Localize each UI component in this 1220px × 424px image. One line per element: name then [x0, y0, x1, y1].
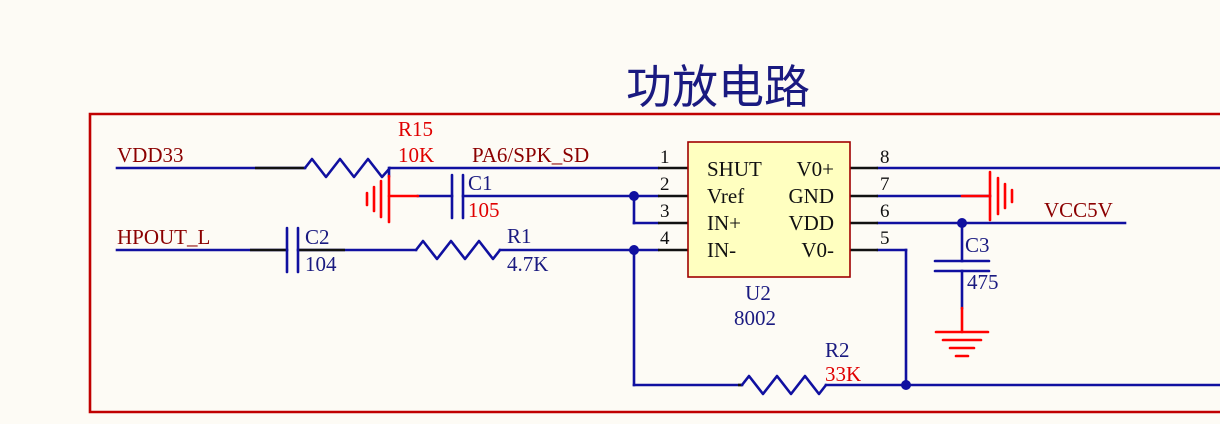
chip-u2-part: 8002 — [734, 306, 776, 330]
pin-number: 5 — [880, 228, 890, 249]
pin-name: IN- — [707, 238, 736, 262]
r1-value: 4.7K — [507, 252, 548, 276]
resistor-r15-symbol — [303, 157, 392, 179]
c3-value: 475 — [967, 270, 999, 294]
r2-ref: R2 — [825, 338, 850, 362]
net-label-pa6-spk-sd: PA6/SPK_SD — [472, 143, 589, 167]
r15-ref: R15 — [398, 117, 433, 141]
r1-ref: R1 — [507, 224, 532, 248]
pin-number: 4 — [660, 228, 670, 249]
component-leads — [250, 166, 742, 387]
pin-name: VDD — [789, 211, 835, 235]
junction-dot — [629, 245, 639, 255]
r15-value: 10K — [398, 143, 434, 167]
pin-name: V0- — [801, 238, 834, 262]
pin-name: SHUT — [707, 157, 762, 181]
net-label-vcc5v: VCC5V — [1044, 198, 1113, 222]
pin-number: 2 — [660, 174, 670, 195]
schematic-title: 功放电路 — [626, 60, 810, 114]
capacitor-c2-symbol — [285, 226, 300, 274]
pin-name: V0+ — [796, 157, 834, 181]
c1-ref: C1 — [468, 171, 493, 195]
pin-number: 6 — [880, 201, 890, 222]
junction-dot — [629, 191, 639, 201]
capacitor-c3-symbol — [933, 259, 991, 273]
chip-pin-leads — [658, 166, 878, 252]
chip-u2-body — [687, 141, 851, 278]
pin-number: 1 — [660, 147, 670, 168]
pin-number: 7 — [880, 174, 890, 195]
pin-name: GND — [789, 184, 835, 208]
resistor-r1-symbol — [414, 239, 502, 261]
junction-dot — [901, 380, 911, 390]
chip-u2-ref: U2 — [745, 281, 771, 305]
sheet-border — [88, 112, 1220, 414]
ground-icon — [960, 170, 1014, 222]
pin-name: IN+ — [707, 211, 741, 235]
r2-value: 33K — [825, 362, 861, 386]
c2-value: 104 — [305, 252, 337, 276]
pin-number: 3 — [660, 201, 670, 222]
pin-name: Vref — [707, 184, 744, 208]
c1-value: 105 — [468, 198, 500, 222]
c3-ref: C3 — [965, 233, 990, 257]
capacitor-c1-symbol — [450, 173, 465, 220]
ground-icon — [934, 306, 990, 358]
ground-icon — [365, 174, 420, 224]
net-label-hpout-l: HPOUT_L — [117, 225, 210, 249]
c2-ref: C2 — [305, 225, 330, 249]
pin-number: 8 — [880, 147, 890, 168]
resistor-r2-symbol — [740, 374, 828, 396]
junction-dot — [957, 218, 967, 228]
net-label-vdd33: VDD33 — [117, 143, 184, 167]
